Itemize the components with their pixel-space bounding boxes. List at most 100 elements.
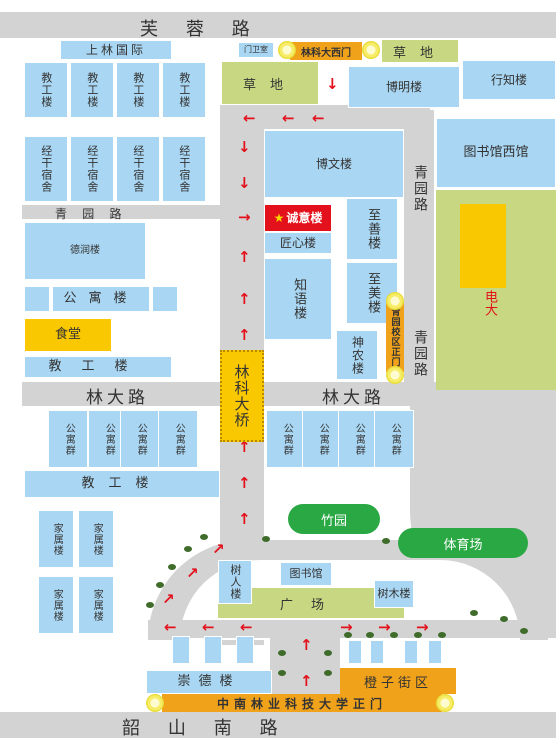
tree-icon	[344, 632, 352, 638]
jiashu-2[interactable]: 家属楼	[78, 510, 114, 568]
arrow-left-3: ←	[243, 109, 256, 127]
star-icon: ★	[273, 210, 285, 225]
small-block-6	[404, 640, 418, 664]
zhiyu-building[interactable]: 知语楼	[264, 258, 332, 340]
qingyuan-road-right-label-2: 青园路	[412, 330, 428, 378]
gongyuqun-1[interactable]: 公寓群	[48, 410, 88, 468]
west-gate-light-right	[362, 41, 380, 59]
arrow-left-4: ←	[240, 618, 253, 636]
arrow-right-1: →	[238, 208, 251, 226]
arrow-up-6: ↑	[238, 510, 251, 528]
chengyi-building[interactable]: ★诚意楼	[264, 204, 332, 232]
gongyu-lou-building[interactable]: 公寓楼	[52, 286, 150, 312]
arrow-left-1: ←	[312, 109, 325, 127]
gongyuqun-7[interactable]: 公寓群	[338, 410, 378, 468]
tree-icon	[168, 564, 176, 570]
arrow-left-2: ←	[282, 109, 295, 127]
gongyu-block-a	[24, 286, 50, 312]
main-gate-light-right	[436, 694, 454, 712]
east-gate-light-bottom	[386, 366, 404, 384]
small-block-4	[348, 640, 362, 664]
main-gate-light-left	[146, 694, 164, 712]
gongyuqun-8[interactable]: 公寓群	[374, 410, 414, 468]
stadium[interactable]: 体育场	[398, 528, 528, 558]
gongyu-block-b	[152, 286, 178, 312]
gongyuqun-5[interactable]: 公寓群	[266, 410, 306, 468]
main-gate[interactable]: 中南林业科技大学正门	[162, 694, 442, 712]
shanglin-building[interactable]: 上林国际	[60, 40, 172, 60]
east-gate[interactable]: 青园校区正门	[386, 302, 404, 372]
gongyuqun-6[interactable]: 公寓群	[302, 410, 342, 468]
top-connector	[220, 105, 430, 129]
tree-icon	[156, 582, 164, 588]
zhishan-building[interactable]: 至善楼	[346, 198, 398, 260]
dianda-block[interactable]	[460, 204, 506, 288]
guard-room[interactable]: 门卫室	[238, 42, 274, 58]
shuren-building[interactable]: 树人楼	[218, 560, 252, 604]
furong-road-label: 芙 蓉 路	[140, 19, 251, 40]
arrow-up-1: ↑	[238, 248, 251, 266]
xingzhi-building[interactable]: 行知楼	[462, 60, 556, 100]
jinggan-dorm-2[interactable]: 经干宿舍	[70, 136, 114, 202]
tree-icon	[278, 650, 286, 656]
tree-icon	[382, 538, 390, 544]
bamboo-garden[interactable]: 竹园	[288, 504, 380, 534]
jiashu-1[interactable]: 家属楼	[38, 510, 74, 568]
small-block-7	[428, 640, 442, 664]
small-block-5	[370, 640, 384, 664]
furong-road	[0, 12, 556, 38]
tree-icon	[146, 602, 154, 608]
bowen-building[interactable]: 博文楼	[264, 130, 404, 198]
tree-icon	[324, 670, 332, 676]
boming-building[interactable]: 博明楼	[348, 66, 460, 108]
jiaogong-building-1[interactable]: 教工楼	[24, 62, 68, 118]
shennong-building[interactable]: 神农楼	[336, 330, 378, 380]
tree-icon	[500, 616, 508, 622]
tree-icon	[184, 546, 192, 552]
tree-icon	[470, 610, 478, 616]
gongyuqun-4[interactable]: 公寓群	[158, 410, 198, 468]
small-block-2	[204, 636, 222, 664]
gongyuqun-3[interactable]: 公寓群	[120, 410, 160, 468]
jinggan-dorm-3[interactable]: 经干宿舍	[116, 136, 160, 202]
jiangxin-building[interactable]: 匠心楼	[264, 232, 332, 254]
arrow-curve-1: ↗	[212, 540, 225, 558]
small-block-3	[236, 636, 254, 664]
qingyuan-road-right-label: 青园路	[412, 165, 428, 213]
jiaogong-building-4[interactable]: 教工楼	[162, 62, 206, 118]
jiaogong-bottom[interactable]: 教工楼	[24, 356, 172, 378]
small-block-1	[172, 636, 190, 664]
linke-bridge[interactable]: 林科大桥	[220, 350, 264, 442]
canteen[interactable]: 食堂	[24, 318, 112, 352]
arrow-up-2: ↑	[238, 290, 251, 308]
jiashu-4[interactable]: 家属楼	[78, 576, 114, 634]
arrow-right-4: →	[416, 618, 429, 636]
chengyi-label: 诚意楼	[286, 210, 323, 225]
jiashu-3[interactable]: 家属楼	[38, 576, 74, 634]
arrow-up-3: ↑	[238, 326, 251, 344]
jiaogong-building-2[interactable]: 教工楼	[70, 62, 114, 118]
jinggan-dorm-1[interactable]: 经干宿舍	[24, 136, 68, 202]
arrow-right-2: →	[340, 618, 353, 636]
qingyuan-road-right	[404, 110, 434, 390]
west-gate[interactable]: 林科大西门	[290, 42, 362, 60]
arrow-up-8: ↑	[300, 672, 313, 690]
qingyuan-road-top	[22, 205, 232, 219]
shaoshan-road-label: 韶 山 南 路	[122, 718, 279, 739]
tree-icon	[324, 650, 332, 656]
jinggan-dorm-4[interactable]: 经干宿舍	[162, 136, 206, 202]
derun-building[interactable]: 德润楼	[24, 222, 146, 280]
lawn-top-right: 草地	[382, 40, 458, 62]
library-west[interactable]: 图书馆西馆	[436, 118, 556, 188]
arrow-down-3: ↓	[238, 174, 251, 192]
jiaogong-building-3[interactable]: 教工楼	[116, 62, 160, 118]
arrow-up-5: ↑	[238, 474, 251, 492]
jiaogong-mid[interactable]: 教工楼	[24, 470, 220, 498]
shumu-building[interactable]: 树木楼	[374, 580, 414, 608]
bridge-label: 林科大桥	[232, 364, 251, 428]
chengzi-street[interactable]: 橙子街区	[340, 668, 456, 694]
linda-road-label-left: 林大路	[86, 388, 149, 408]
tree-icon	[200, 534, 208, 540]
library-building[interactable]: 图书馆	[280, 562, 332, 586]
chongde-building[interactable]: 崇德楼	[146, 670, 272, 694]
